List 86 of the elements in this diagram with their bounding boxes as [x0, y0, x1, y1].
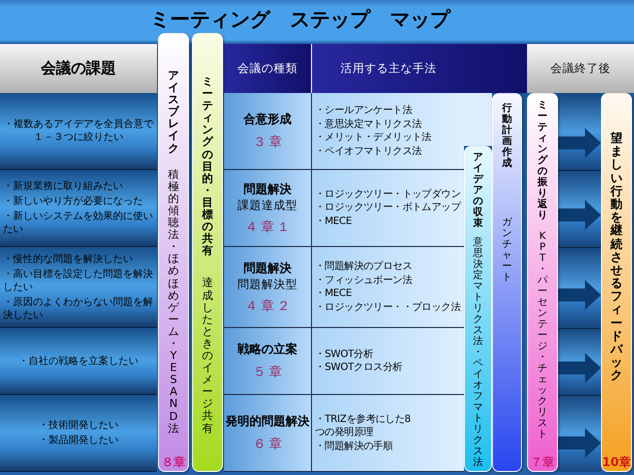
arrow	[558, 128, 601, 158]
stage-methods: 意思決定マトリクス法・ペイオフマトリクス法	[473, 237, 483, 468]
stage-bar	[601, 93, 632, 472]
chapter-label: ４章２	[244, 298, 293, 314]
arrow	[558, 353, 601, 383]
meeting-type-title: 問題解決	[244, 180, 292, 198]
chapter-label: ７章	[530, 456, 554, 469]
stage-title: アイスブレイク	[168, 70, 179, 155]
issue-text: ・自社の戦略を立案したい	[18, 354, 138, 368]
issue-text: ・新規業務に取り組みたい	[3, 180, 123, 193]
method-item: ・ロジックツリー・・ブロック法	[315, 300, 461, 314]
chapter-label: ６章	[252, 436, 285, 453]
method-item: ・問題解決の手順	[315, 440, 393, 454]
issue-text: ・新しいシステムを効果的に使いたい	[3, 210, 154, 236]
stage-methods: 積極的傾聴法・ほめほめゲーム・YES AND法	[168, 168, 179, 435]
method-item: ・問題解決のプロセス	[315, 260, 412, 274]
stage-title: 望ましい行動を継続させるフィードバック	[610, 132, 622, 383]
chapter-label: ８章	[162, 456, 186, 469]
method-item: ・TRIZを参考にした8つの発明原理	[315, 412, 412, 440]
stage-bar	[158, 33, 189, 472]
method-item: ・メリット・デメリット法	[315, 131, 432, 144]
stage-methods: ガンチャート	[502, 217, 512, 283]
issue-text: ・新しいやり方が必要になった	[3, 195, 143, 208]
issue-text: ・慢性的な問題を解決したい	[3, 252, 133, 266]
methods-panel	[312, 93, 464, 170]
meeting-type-title: 問題解決	[244, 260, 292, 276]
column-header	[224, 44, 312, 93]
chapter-label: ３章	[252, 134, 285, 151]
stage-methods: KPT・パーセンテージ・チェックリスト	[538, 231, 548, 440]
method-item: ・MECE	[315, 214, 352, 228]
method-item: ・ロジックツリー・ボトムアップ	[315, 201, 461, 215]
methods-panel	[312, 170, 464, 247]
meeting-type-title: 発明的問題解決	[226, 413, 310, 430]
issue-text: ・高い目標を設定した問題を解決したい	[3, 268, 154, 294]
method-item: ・MECE	[315, 287, 352, 300]
stage-title: アイデアの収束	[473, 152, 483, 229]
stage-bar	[527, 93, 558, 472]
issue-panel	[0, 93, 157, 170]
stage-title: 行動計画作成	[502, 103, 512, 169]
meeting-type-panel	[224, 395, 312, 472]
stage-methods: 達成したときのイメージ共有	[202, 277, 213, 435]
methods-panel	[312, 247, 464, 328]
issue-text: ・複数あるアイデアを全員合意で１－３つに絞りたい	[3, 118, 154, 144]
chapter-label: ５章	[252, 364, 285, 381]
meeting-type-subtitle: 課題達成型	[238, 198, 298, 212]
method-item: ・SWOT分析	[315, 348, 374, 361]
column-header	[0, 44, 157, 93]
method-item: ・フィッシュボーン法	[315, 274, 412, 287]
stage-title: ミーティングの振り返り	[538, 100, 548, 221]
method-item: ・ペイオフマトリクス法	[315, 144, 422, 158]
issue-panel	[0, 328, 157, 395]
header-label: 会議終了後	[550, 61, 610, 76]
diagram-title: ミーティング ステップ マップ	[150, 7, 450, 31]
method-item: ・意思決定マトリクス法	[315, 118, 422, 131]
issue-text: ・製品開発したい	[38, 434, 118, 447]
methods-panel	[312, 328, 464, 395]
stage-title: ミーティングの目的・目標の共有	[202, 76, 213, 258]
stage-bar	[192, 33, 223, 472]
meeting-type-panel	[224, 170, 312, 247]
meeting-type-title: 戦略の立案	[238, 341, 298, 358]
issue-text: ・技術開発したい	[38, 419, 118, 432]
meeting-type-panel	[224, 328, 312, 395]
methods-panel	[312, 395, 464, 472]
header-label: 会議の課題	[41, 59, 116, 78]
meeting-type-panel	[224, 247, 312, 328]
column-header	[312, 44, 527, 93]
method-item: ・ロジックツリー・トップダウン	[315, 188, 461, 202]
header-label: 会議の種類	[238, 61, 298, 76]
issue-panel	[0, 170, 157, 247]
stage-bar	[464, 146, 492, 472]
issue-panel	[0, 247, 157, 328]
arrow	[558, 200, 601, 230]
issue-text: ・原因のよくわからない問題を解決したい	[3, 296, 154, 322]
method-item: ・シールアンケート法	[315, 104, 412, 118]
stage-bar	[492, 93, 522, 472]
method-item: ・SWOTクロス分析	[315, 361, 402, 374]
header-label: 活用する主な手法	[340, 61, 436, 76]
arrow	[558, 280, 601, 310]
meeting-type-title: 合意形成	[244, 111, 292, 128]
chapter-label: ４章１	[244, 218, 293, 236]
column-header	[527, 44, 634, 93]
issue-panel	[0, 395, 157, 472]
arrow	[558, 428, 601, 458]
meeting-type-panel	[224, 93, 312, 170]
chapter-label: 10章	[602, 456, 631, 469]
meeting-type-subtitle: 問題解決型	[238, 276, 298, 292]
